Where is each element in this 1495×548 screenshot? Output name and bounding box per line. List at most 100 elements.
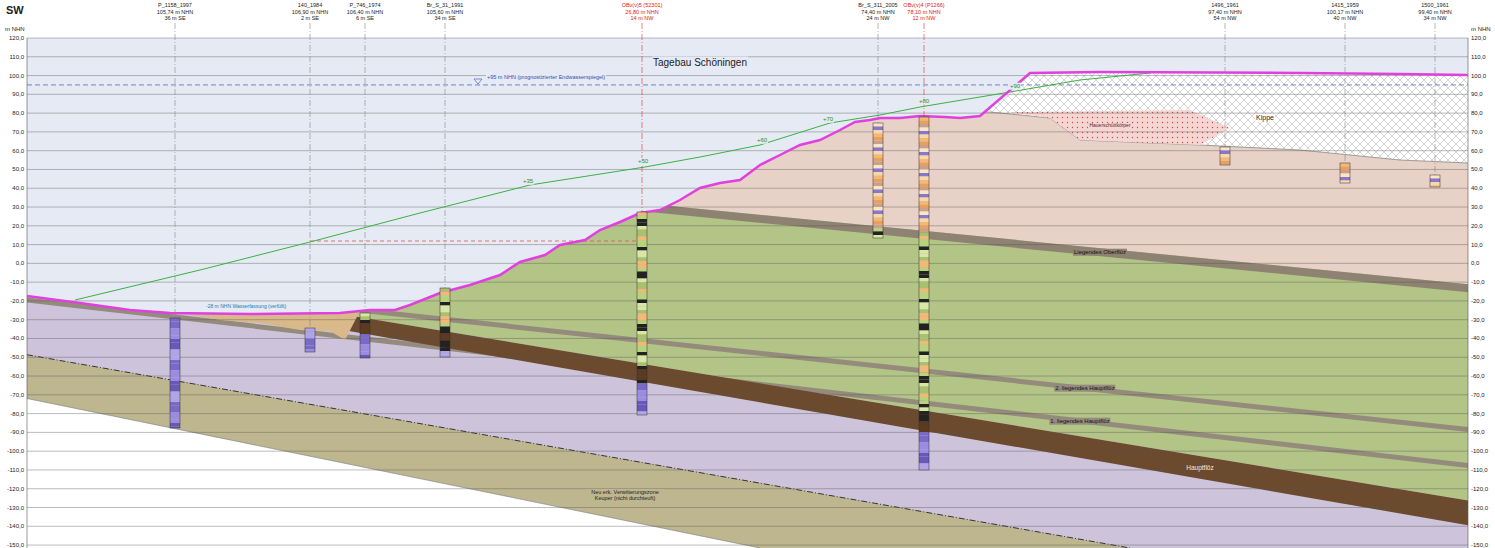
borehole-stripe xyxy=(170,385,180,389)
borehole-stripe xyxy=(440,344,450,348)
borehole-stripe xyxy=(637,366,647,370)
borehole-stripe xyxy=(919,222,929,226)
borehole-stripe xyxy=(919,233,929,237)
borehole-stripe xyxy=(305,332,315,336)
borehole-stripe xyxy=(637,275,647,279)
borehole-stripe xyxy=(637,282,647,286)
borehole-stripe xyxy=(873,186,883,190)
borehole-stripe xyxy=(170,367,180,371)
geology xyxy=(27,0,1468,548)
borehole-stripe xyxy=(637,289,647,293)
borehole-stripe xyxy=(919,278,929,282)
direction-label: SW xyxy=(5,4,25,16)
borehole-header: 34 m SE xyxy=(433,15,456,21)
borehole-stripe xyxy=(637,412,647,416)
borehole-stripe xyxy=(873,165,883,169)
borehole-stripe xyxy=(360,341,370,345)
borehole-stripe xyxy=(919,124,929,128)
borehole-stripe xyxy=(919,254,929,258)
borehole-stripe xyxy=(919,170,929,174)
borehole-stripe xyxy=(919,289,929,293)
borehole-stripe xyxy=(873,179,883,183)
borehole-stripe xyxy=(637,293,647,297)
seam-label: Liegendes Oberflöz xyxy=(1073,249,1127,256)
axis-tick: -40,0 xyxy=(9,335,25,342)
borehole-guide xyxy=(642,23,643,212)
axis-tick: 100,0 xyxy=(8,72,25,79)
borehole-stripe xyxy=(637,342,647,346)
borehole-header: 100,17 m NHN xyxy=(1326,8,1364,14)
borehole-stripe xyxy=(919,313,929,317)
borehole-stripe xyxy=(1430,179,1440,183)
borehole-stripe xyxy=(170,325,180,329)
borehole-header: 99,40 m NHN xyxy=(1417,8,1452,14)
seam-label: Hauptflöz xyxy=(1185,464,1214,471)
borehole-stripe xyxy=(919,387,929,391)
borehole-stripe xyxy=(919,163,929,167)
borehole-stripe xyxy=(919,355,929,359)
purple-layer xyxy=(27,0,1468,548)
borehole-stripe xyxy=(919,467,929,470)
borehole-stripe xyxy=(919,236,929,240)
borehole-stripe xyxy=(873,123,883,127)
borehole-stripe xyxy=(637,405,647,409)
borehole-stripe xyxy=(873,151,883,155)
borehole-stripe xyxy=(919,229,929,233)
borehole-stripe xyxy=(440,309,450,313)
backfill-trench xyxy=(185,311,360,340)
borehole-stripe xyxy=(360,334,370,338)
borehole-stripe xyxy=(637,377,647,381)
formation-label: Neu erk. Verwitterungszone Keuper (nicht… xyxy=(585,489,665,501)
axis-tick: 120,0 xyxy=(8,35,25,42)
borehole-header: OBv(v)4 (P1266) xyxy=(902,2,945,8)
borehole-stripe xyxy=(440,327,450,331)
borehole-column xyxy=(360,313,370,358)
borehole-stripe xyxy=(637,394,647,398)
borehole-header: 105,60 m NHN xyxy=(426,8,464,14)
borehole-stripe xyxy=(637,258,647,262)
borehole-header: 105,74 m NHN xyxy=(156,8,194,14)
borehole-stripe xyxy=(919,187,929,191)
axis-tick: -120,0 xyxy=(6,485,25,492)
borehole-stripe xyxy=(637,272,647,276)
borehole-stripe xyxy=(919,450,929,454)
grid-line xyxy=(27,75,1468,76)
water-intake-note: -28 m NHN Wasserfassung (verfüllt) xyxy=(205,304,287,310)
borehole-stripe xyxy=(919,121,929,125)
axis-tick: -140,0 xyxy=(6,523,25,530)
borehole-stripe xyxy=(637,338,647,342)
borehole-stripe xyxy=(919,408,929,412)
borehole-guide xyxy=(445,23,446,288)
borehole-stripe xyxy=(440,351,450,355)
borehole-stripe xyxy=(637,251,647,255)
grid-line xyxy=(27,131,1468,132)
axis-tick: -110,0 xyxy=(6,467,25,474)
borehole-stripe xyxy=(1340,163,1350,167)
axis-tick: 20,0 xyxy=(1470,223,1484,230)
grid-line xyxy=(27,376,1468,377)
borehole-stripe xyxy=(170,339,180,343)
borehole-stripe xyxy=(305,349,315,352)
borehole-stripe xyxy=(637,310,647,314)
borehole-column xyxy=(170,318,180,428)
axis-tick: -30,0 xyxy=(9,316,25,323)
borehole-stripe xyxy=(919,376,929,380)
axis-tick: -40,0 xyxy=(1470,335,1486,342)
borehole-stripe xyxy=(637,324,647,328)
axis-tick: -50,0 xyxy=(1470,354,1486,361)
borehole-stripe xyxy=(873,130,883,134)
borehole-stripe xyxy=(919,422,929,426)
axis-tick: -20,0 xyxy=(9,298,25,305)
borehole-stripe xyxy=(919,198,929,202)
axis-tick: 70,0 xyxy=(11,129,25,136)
borehole-stripe xyxy=(170,395,180,399)
borehole-guide xyxy=(878,23,879,123)
axis-tick: -120,0 xyxy=(1470,485,1489,492)
borehole-stripe xyxy=(919,173,929,177)
borehole-stripe xyxy=(919,292,929,296)
borehole-stripe xyxy=(305,342,315,346)
borehole-stripe xyxy=(873,235,883,238)
axis-tick: -50,0 xyxy=(9,354,25,361)
borehole-stripe xyxy=(919,138,929,142)
borehole-stripe xyxy=(919,166,929,170)
